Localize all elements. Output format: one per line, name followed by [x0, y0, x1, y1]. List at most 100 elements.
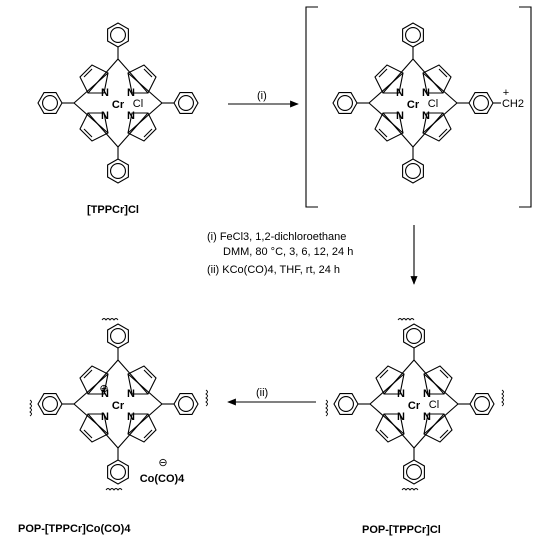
double-bond: [83, 429, 93, 439]
meso-bond: [127, 102, 163, 134]
meso-bond: [117, 359, 149, 395]
meso-bond: [87, 413, 119, 449]
nitrogen-atom: N: [101, 411, 109, 423]
nitrogen-atom: N: [101, 87, 109, 99]
meso-bond: [73, 403, 109, 435]
meso-bond: [422, 72, 458, 104]
phenyl-bottom: [403, 459, 425, 485]
arrow-step-ii-label: (ii): [256, 387, 268, 399]
left-bracket: [305, 6, 318, 208]
phenyl-bottom: [107, 158, 129, 184]
pyrrole-bottom-right: [127, 112, 157, 142]
phenyl-bottom: [107, 459, 129, 485]
nitrogen-atom: N: [101, 388, 109, 400]
meso-bond: [413, 359, 445, 395]
pyrrole-top-right: [423, 365, 453, 395]
meso-bond: [413, 413, 445, 449]
pyrrole-bottom-left: [79, 112, 109, 142]
meso-bond: [423, 403, 459, 435]
double-bond: [378, 128, 388, 138]
phenyl-left: [37, 393, 63, 415]
condition-line-1: (i) FeCl3, 1,2-dichloroethane: [207, 231, 346, 243]
polymer-linkage: [401, 488, 419, 491]
meso-bond: [383, 413, 415, 449]
pyrrole-bottom-right: [422, 112, 452, 142]
phenyl-top: [403, 323, 425, 349]
chloride-ligand: Cl: [429, 399, 439, 411]
polymer-linkage: [105, 488, 123, 491]
phenyl-right: [173, 393, 199, 415]
meso-bond: [87, 359, 119, 395]
meso-bond: [117, 112, 149, 148]
double-bond: [379, 369, 389, 379]
phenyl-bottom: [402, 158, 424, 184]
meso-bond: [382, 112, 414, 148]
phenyl-right: [468, 92, 494, 114]
chromium-atom: Cr: [112, 400, 125, 412]
phenyl-left: [333, 393, 359, 415]
double-bond: [439, 369, 449, 379]
double-bond: [378, 68, 388, 78]
chromium-atom: Cr: [407, 99, 420, 111]
meso-bond: [87, 58, 119, 94]
nitrogen-atom: N: [101, 110, 109, 122]
double-bond: [143, 128, 153, 138]
condition-line-2: DMM, 80 °C, 3, 6, 12, 24 h: [223, 246, 353, 258]
double-bond: [438, 128, 448, 138]
meso-bond: [127, 373, 163, 405]
anion-charge: ⊖: [158, 457, 167, 469]
label-tppcr-cl: [TPPCr]Cl: [87, 204, 139, 216]
chloride-ligand: Cl: [428, 98, 438, 110]
pyrrole-top-right: [127, 64, 157, 94]
label-pop-tppcr-cl: POP-[TPPCr]Cl: [362, 524, 441, 536]
phenyl-top: [107, 22, 129, 48]
polymer-linkage: [101, 318, 119, 321]
chromium-atom: Cr: [408, 400, 421, 412]
double-bond: [143, 68, 153, 78]
chromium-atom: Cr: [112, 99, 125, 111]
pyrrole-bottom-left: [374, 112, 404, 142]
nitrogen-atom: N: [423, 411, 431, 423]
polymer-linkage: [29, 399, 32, 417]
nitrogen-atom: N: [396, 110, 404, 122]
ch2-group: CH2: [502, 98, 524, 110]
meso-bond: [369, 373, 405, 405]
double-bond: [83, 128, 93, 138]
nitrogen-atom: N: [127, 388, 135, 400]
phenyl-top: [107, 323, 129, 349]
nitrogen-atom: N: [422, 110, 430, 122]
nitrogen-atom: N: [127, 411, 135, 423]
cationic-charge: ⊕: [99, 383, 108, 395]
pyrrole-top-left: [79, 365, 109, 395]
double-bond: [438, 68, 448, 78]
meso-bond: [73, 102, 109, 134]
meso-bond: [87, 112, 119, 148]
double-bond: [83, 369, 93, 379]
meso-bond: [369, 403, 405, 435]
double-bond: [83, 68, 93, 78]
phenyl-right: [173, 92, 199, 114]
meso-bond: [117, 413, 149, 449]
meso-bond: [73, 373, 109, 405]
label-pop-tppcr-coco4: POP-[TPPCr]Co(CO)4: [18, 523, 131, 535]
phenyl-left: [37, 92, 63, 114]
chloride-ligand: Cl: [133, 98, 143, 110]
carbocation-charge: +: [503, 87, 509, 99]
right-bracket: [519, 6, 532, 208]
arrow-step-i-label: (i): [257, 90, 267, 102]
meso-bond: [127, 403, 163, 435]
double-bond: [439, 429, 449, 439]
cobalt-carbonyl-anion: Co(CO)4: [140, 473, 185, 485]
pyrrole-top-left: [374, 64, 404, 94]
pyrrole-top-right: [422, 64, 452, 94]
pyrrole-bottom-right: [127, 413, 157, 443]
nitrogen-atom: N: [127, 87, 135, 99]
pyrrole-bottom-right: [423, 413, 453, 443]
polymer-linkage: [205, 389, 208, 407]
meso-bond: [73, 72, 109, 104]
meso-bond: [368, 72, 404, 104]
condition-line-3: (ii) KCo(CO)4, THF, rt, 24 h: [207, 264, 340, 276]
pyrrole-bottom-left: [375, 413, 405, 443]
